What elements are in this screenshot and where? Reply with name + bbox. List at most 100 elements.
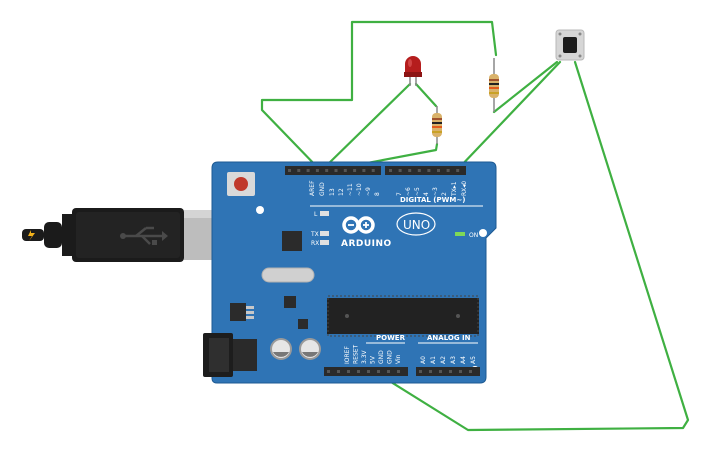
pin-hole[interactable] bbox=[459, 370, 462, 373]
wire-gnd-to-button-resistor[interactable] bbox=[260, 20, 498, 172]
wire-button-to-5v[interactable] bbox=[373, 60, 690, 432]
pin-hole[interactable] bbox=[362, 169, 366, 172]
digital-pin-label: 12 bbox=[338, 188, 345, 196]
tx-led bbox=[320, 231, 329, 236]
capacitor-2 bbox=[299, 338, 321, 360]
usb-chip bbox=[282, 231, 302, 251]
pin-hole[interactable] bbox=[398, 169, 402, 172]
digital-pin-label: ~9 bbox=[365, 187, 372, 196]
crystal bbox=[261, 267, 315, 283]
regulator bbox=[230, 303, 246, 321]
capacitor-1 bbox=[270, 338, 292, 360]
analog-pin-label: A2 bbox=[440, 356, 447, 364]
pin-hole[interactable] bbox=[439, 370, 442, 373]
pin-hole[interactable] bbox=[315, 169, 319, 172]
brand-label: ARDUINO bbox=[341, 239, 392, 249]
power-pin-label: RESET bbox=[353, 344, 360, 364]
power-pin-label: GND bbox=[378, 350, 385, 364]
pin-hole[interactable] bbox=[377, 370, 380, 373]
pushbutton[interactable] bbox=[555, 29, 585, 61]
wire-pin2-to-button[interactable] bbox=[455, 60, 562, 172]
pin-hole[interactable] bbox=[334, 169, 338, 172]
pin-hole[interactable] bbox=[288, 169, 291, 172]
pin-hole[interactable] bbox=[446, 169, 450, 172]
pin-hole[interactable] bbox=[371, 169, 375, 172]
wire-led-leg[interactable] bbox=[414, 82, 438, 108]
digital-pin-label: ~11 bbox=[347, 183, 354, 196]
pin-hole[interactable] bbox=[469, 370, 472, 373]
digital-pin-label: AREF bbox=[309, 180, 316, 196]
pin-hole[interactable] bbox=[389, 169, 392, 172]
resistor-button[interactable] bbox=[489, 58, 499, 112]
pin-hole[interactable] bbox=[297, 169, 301, 172]
led-red[interactable] bbox=[404, 56, 422, 86]
pin-hole[interactable] bbox=[337, 370, 340, 373]
digital-pin-label: GND bbox=[319, 182, 326, 196]
wires bbox=[260, 20, 690, 432]
reset-button[interactable] bbox=[227, 172, 255, 196]
usb-cable[interactable] bbox=[22, 208, 236, 262]
wire-resistor-to-button[interactable] bbox=[492, 60, 559, 114]
rx-led bbox=[320, 240, 329, 245]
model-label: UNO bbox=[403, 218, 430, 232]
pin-hole[interactable] bbox=[417, 169, 421, 172]
pin-hole[interactable] bbox=[397, 370, 400, 373]
power-label: POWER bbox=[376, 334, 406, 342]
pin-hole[interactable] bbox=[437, 169, 440, 172]
digital-label: DIGITAL (PWM~) bbox=[400, 196, 465, 204]
digital-pin-label: TX▸1 bbox=[451, 181, 458, 197]
pin-hole[interactable] bbox=[427, 169, 431, 172]
small-chip-2 bbox=[298, 319, 308, 329]
pin-hole[interactable] bbox=[456, 169, 460, 172]
analog-pin-label: A1 bbox=[430, 356, 437, 364]
pin-hole[interactable] bbox=[343, 169, 347, 172]
resistor-led[interactable] bbox=[432, 106, 442, 144]
model-oval bbox=[396, 212, 436, 236]
pin-hole[interactable] bbox=[429, 370, 432, 373]
pin-hole[interactable] bbox=[306, 169, 310, 172]
pin-hole[interactable] bbox=[408, 169, 412, 172]
digital-pin-label: 13 bbox=[329, 188, 336, 196]
power-header bbox=[324, 367, 408, 376]
digital-pin-label: 7 bbox=[396, 192, 403, 196]
wire-led-to-gnd[interactable] bbox=[322, 82, 412, 170]
analog-label: ANALOG IN bbox=[427, 334, 471, 342]
digital-pin-label: ~10 bbox=[356, 183, 363, 196]
power-pin-label: 3.3V bbox=[361, 349, 368, 364]
arduino-logo-icon bbox=[342, 216, 375, 234]
digital-pin-label: 2 bbox=[441, 192, 448, 196]
pin-hole[interactable] bbox=[449, 370, 452, 373]
analog-pin-label: A4 bbox=[460, 356, 467, 364]
usb-icon bbox=[120, 226, 168, 245]
pin-hole[interactable] bbox=[367, 370, 370, 373]
digital-pin-holes bbox=[288, 169, 460, 172]
digital-pin-label: RX◂0 bbox=[461, 181, 468, 196]
on-led bbox=[455, 232, 465, 236]
pin-hole[interactable] bbox=[327, 370, 330, 373]
atmega-chip bbox=[327, 295, 479, 337]
digital-pin-label: ~5 bbox=[414, 187, 421, 196]
digital-pin-label: ~3 bbox=[432, 187, 439, 196]
pin-hole[interactable] bbox=[357, 370, 360, 373]
digital-pin-label: ~6 bbox=[405, 187, 412, 196]
analog-header bbox=[416, 367, 480, 376]
power-pin-label: IOREF bbox=[344, 346, 351, 364]
pin-hole[interactable] bbox=[387, 370, 390, 373]
pin-hole[interactable] bbox=[419, 370, 422, 373]
pin-hole[interactable] bbox=[325, 169, 329, 172]
lightning-icon bbox=[28, 230, 35, 241]
l-led-label: L bbox=[314, 211, 318, 218]
tx-led-label: TX bbox=[310, 231, 319, 238]
power-pin-label: GND bbox=[387, 350, 394, 364]
pin-hole[interactable] bbox=[353, 169, 357, 172]
on-label: ON bbox=[469, 232, 478, 239]
pin-hole[interactable] bbox=[347, 370, 350, 373]
analog-pin-label: A3 bbox=[450, 356, 457, 364]
l-led bbox=[320, 211, 329, 216]
power-pin-label: Vin bbox=[395, 354, 402, 364]
rx-led-label: RX bbox=[311, 240, 319, 247]
